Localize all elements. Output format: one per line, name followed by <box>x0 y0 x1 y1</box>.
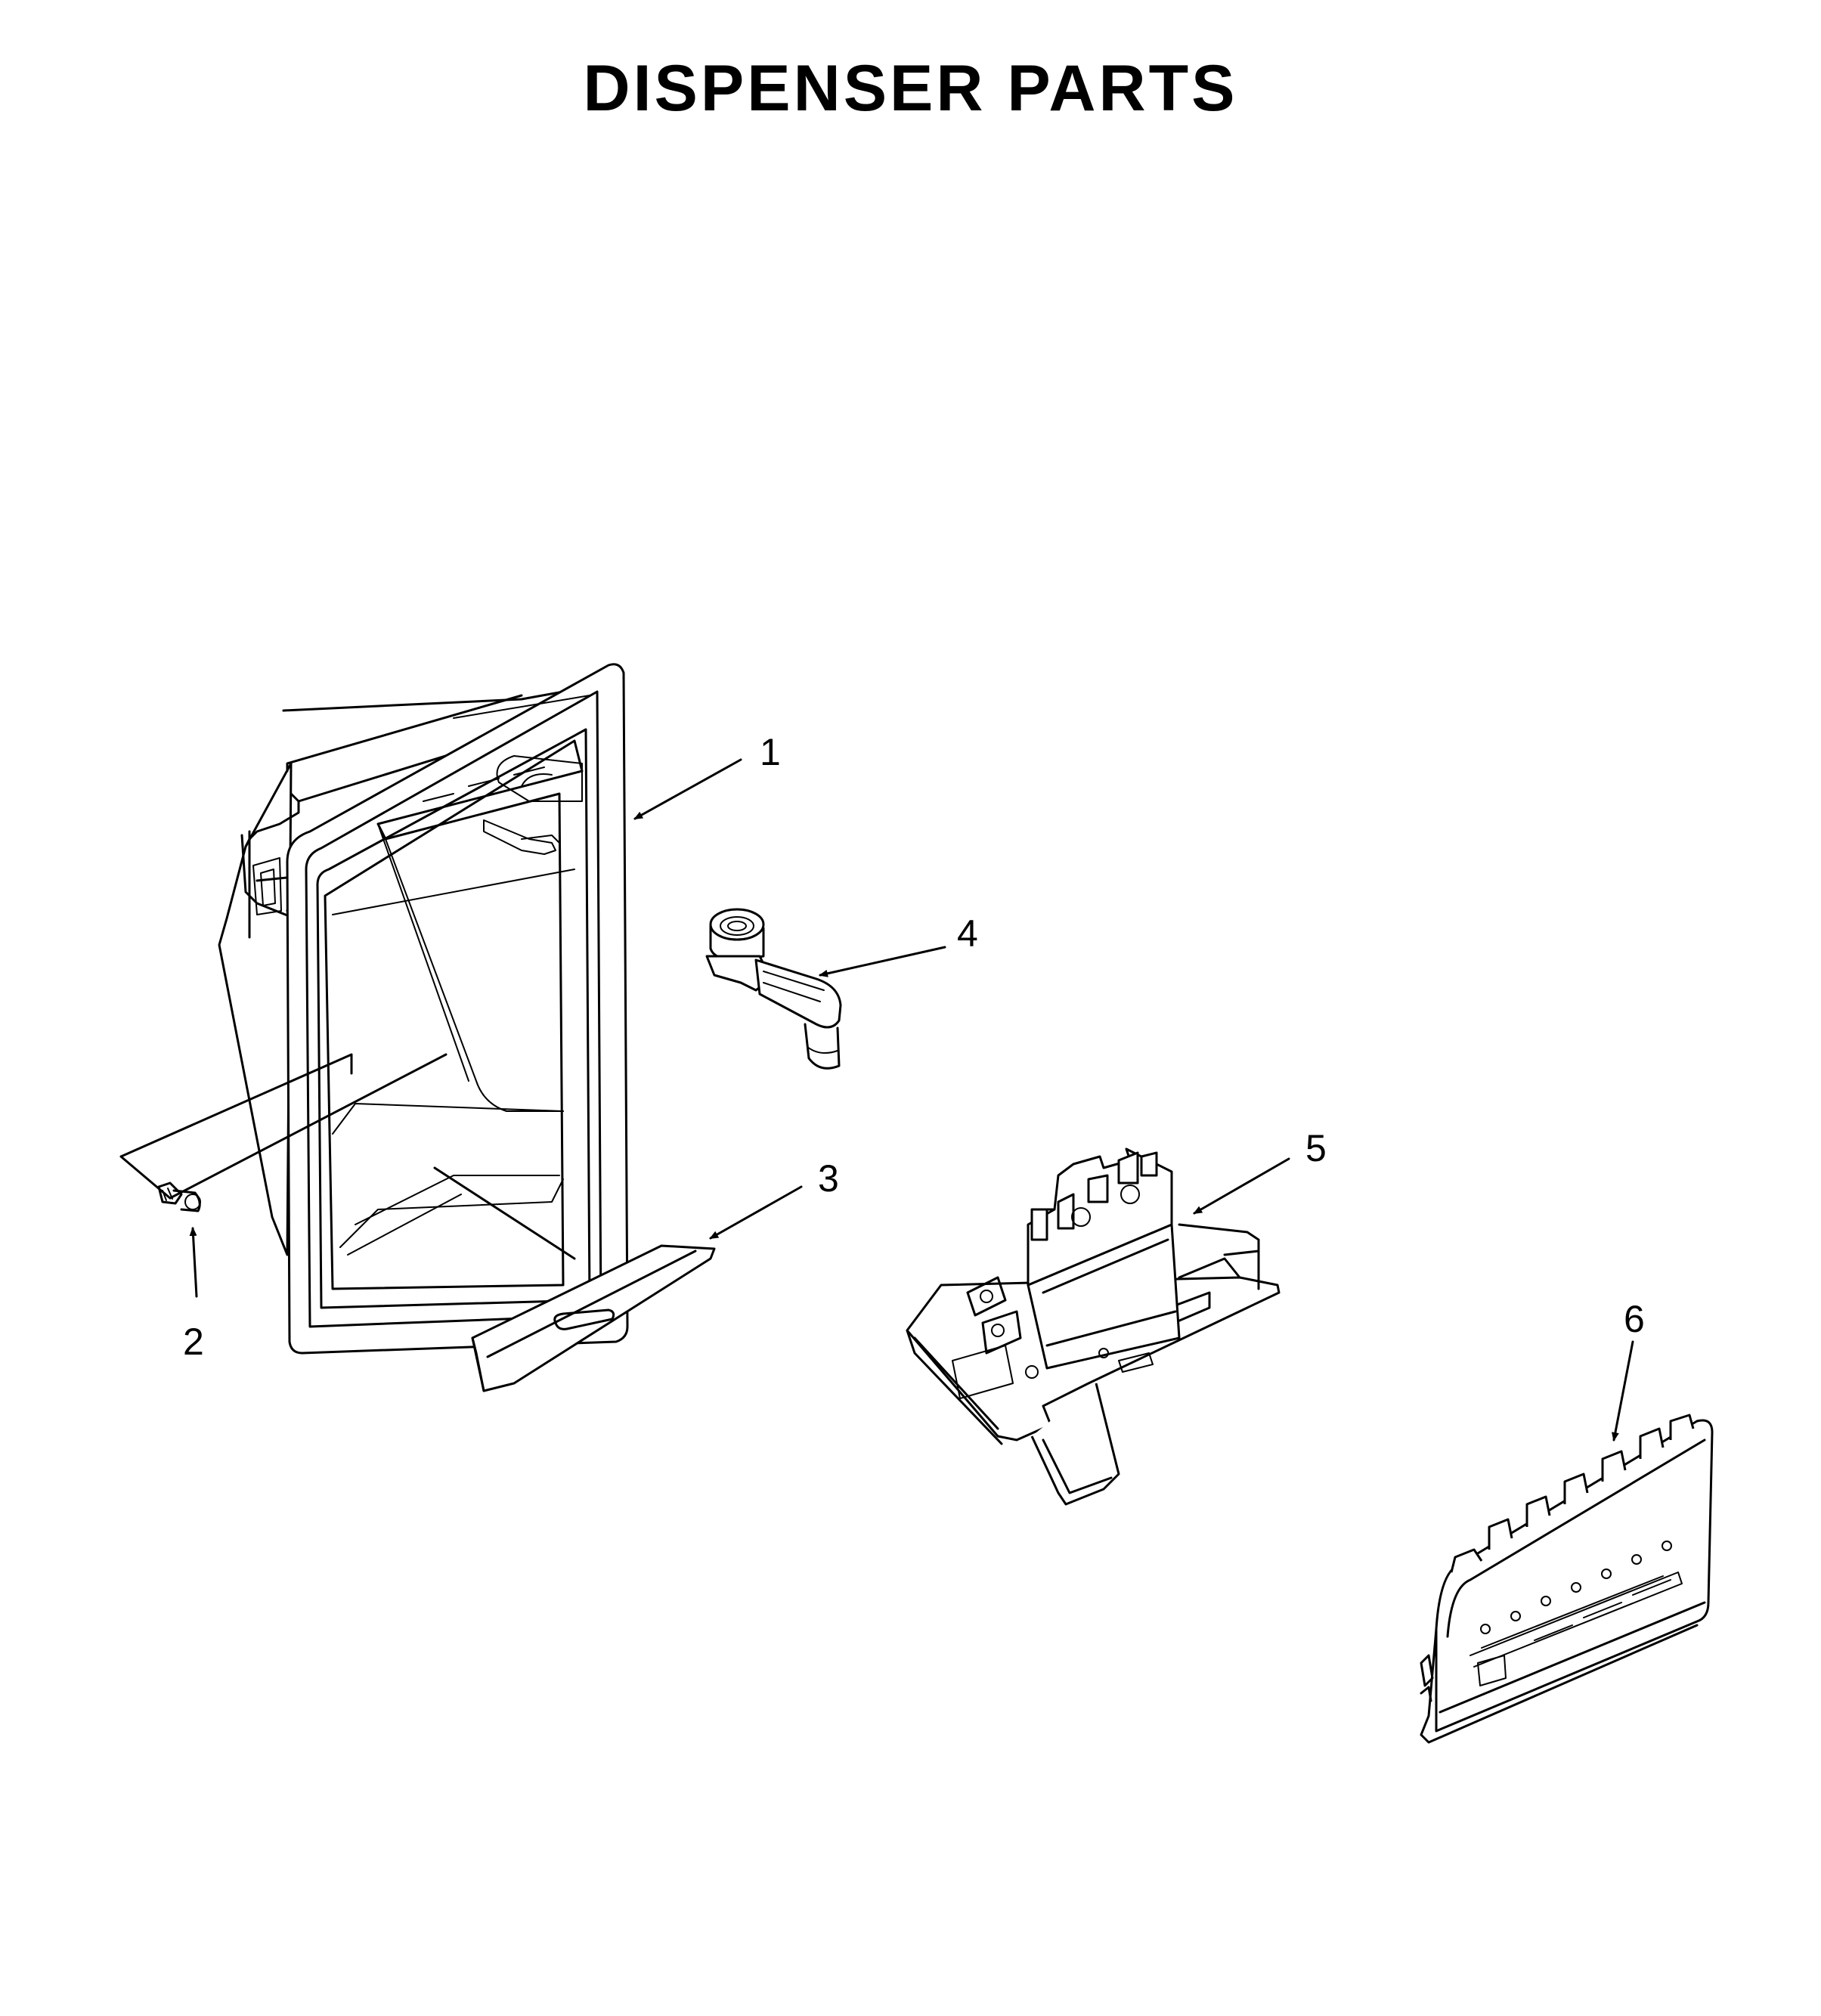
callout-arrow-4 <box>819 946 946 977</box>
screw-leader-line <box>119 1053 448 1200</box>
callout-arrow-3 <box>709 1185 803 1240</box>
callout-5: 5 <box>1305 1127 1327 1169</box>
part-5-actuator-assembly <box>906 1147 1281 1506</box>
callout-3: 3 <box>818 1157 839 1200</box>
callout-4: 4 <box>957 912 978 955</box>
part-1-housing <box>218 663 629 1355</box>
part-6-control-panel <box>1420 1414 1714 1744</box>
callout-2: 2 <box>183 1321 204 1363</box>
part-4-water-nozzle <box>705 908 842 1070</box>
callout-6: 6 <box>1624 1298 1645 1340</box>
callout-arrow-2 <box>189 1227 198 1298</box>
callout-arrow-5 <box>1193 1157 1290 1215</box>
diagram-title: DISPENSER PARTS <box>583 52 1238 125</box>
callout-1: 1 <box>760 731 781 773</box>
callout-arrow-1 <box>633 758 742 820</box>
part-3-drip-tray <box>433 1166 716 1392</box>
callout-arrow-6 <box>1611 1340 1634 1442</box>
part-2-screw <box>157 1181 201 1212</box>
